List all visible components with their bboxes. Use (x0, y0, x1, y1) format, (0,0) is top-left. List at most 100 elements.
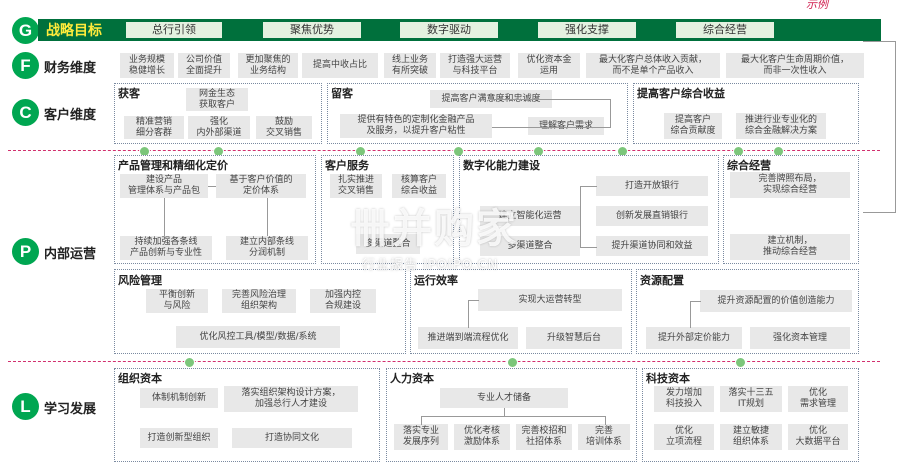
section-separator (8, 361, 880, 362)
watermark-text: 行业报告 IPOIPO.CN (362, 258, 499, 273)
tech-item: 发力增加 科技投入 (654, 386, 714, 412)
product-item: 建立内部条线 分润机制 (226, 236, 308, 260)
hr-title: 人力资本 (390, 372, 434, 385)
acquire-item: 精准营销 细分客群 (124, 116, 184, 139)
tech-item: 建立敏捷 组织体系 (720, 424, 782, 450)
org-title: 组织资本 (118, 372, 162, 385)
service-panel (321, 155, 454, 264)
acquire-item: 网金生态 获取客户 (186, 88, 248, 111)
strategy-title: 战略目标 (46, 23, 102, 39)
org-item: 打造协同文化 (232, 428, 352, 448)
revenue-item: 提高客户 综合贡献度 (664, 113, 722, 139)
strategy-item: 数字驱动 (400, 22, 498, 38)
retain-item: 理解客户需求 (528, 117, 604, 135)
risk-item: 优化风控工具/模型/数据/系统 (176, 326, 340, 348)
org-item: 落实组织架构设计方案， 加强总行人才建设 (224, 386, 358, 412)
resource-item: 强化资本管理 (750, 327, 850, 349)
finance-item: 最大化客户总体收入贡献， 而不是单个产品收入 (586, 53, 720, 78)
efficiency-item: 升级智慧后台 (526, 327, 622, 349)
hr-item: 专业人才储备 (440, 388, 568, 408)
learning-title: 学习发展 (44, 402, 97, 417)
digital-item: 建立智能化运营 (480, 206, 580, 226)
acquire-item: 强化 内外部渠道 (188, 116, 250, 139)
efficiency-item: 推进端到端流程优化 (418, 327, 518, 349)
watermark-logo: 卌并购家 (350, 206, 518, 252)
strategy-item: 总行引领 (126, 22, 222, 38)
integrated-item: 完善牌照布局， 实现综合经营 (730, 172, 850, 198)
strategy-item: 强化支撑 (538, 22, 636, 38)
digital-title: 数字化能力建设 (463, 159, 540, 172)
digital-item: 打造开放银行 (596, 176, 708, 196)
tech-item: 优化 立项流程 (654, 424, 714, 450)
product-item: 建设产品 管理体系与产品包 (120, 174, 208, 198)
finance-item: 最大化客户生命周期价值， 而非一次性收入 (726, 53, 864, 78)
hr-connector (504, 408, 505, 416)
service-item: 扎实推进 交叉销售 (330, 174, 382, 198)
resource-item: 提升外部定价能力 (646, 327, 742, 349)
tech-item: 优化 大数据平台 (788, 424, 848, 450)
finance-item: 打造强大运营 与科技平台 (440, 53, 510, 78)
retain-item: 提供有特色的定制化金融产品 及服务，以提升客户粘性 (340, 114, 492, 138)
retain-title: 留客 (331, 87, 353, 100)
acquire-title: 获客 (118, 87, 140, 100)
finance-item: 公司价值 全面提升 (178, 53, 230, 78)
internal-title: 内部运营 (44, 247, 97, 262)
risk-title: 风险管理 (118, 274, 162, 287)
section-separator (8, 150, 880, 151)
connector-line (863, 41, 896, 213)
efficiency-item: 实现大运营转型 (478, 289, 622, 311)
finance-item: 更加聚焦的 业务结构 (238, 53, 298, 78)
revenue-item: 推进行业专业化的 综合金融解决方案 (736, 113, 826, 139)
risk-item: 平衡创新 与风险 (146, 289, 208, 313)
tech-item: 落实十三五 IT规划 (720, 386, 782, 412)
product-connector (208, 186, 216, 187)
resource-title: 资源配置 (640, 274, 684, 287)
strategy-item: 综合经营 (676, 22, 774, 38)
service-item: 多渠道整合 (356, 234, 420, 254)
hr-item: 优化考核 激励体系 (454, 424, 510, 450)
resource-item: 提升资源配置的价值创造能力 (700, 290, 852, 312)
revenue-title: 提高客户综合收益 (637, 87, 725, 100)
product-item: 持续加强各条线 产品创新与专业性 (120, 236, 212, 260)
finance-item: 业务规模 稳健增长 (120, 53, 174, 78)
tech-title: 科技资本 (646, 372, 690, 385)
internal-letter-icon: P (12, 238, 39, 265)
finance-item: 提高中收占比 (302, 53, 378, 78)
link-dot (507, 357, 518, 368)
risk-item: 加强内控 合规建设 (310, 289, 376, 313)
resource-connector (690, 301, 701, 328)
finance-letter-icon: F (12, 52, 39, 79)
finance-item: 线上业务 有所突破 (384, 53, 436, 78)
retain-item: 提高客户满意度和忠诚度 (430, 90, 552, 108)
efficiency-connector (468, 300, 479, 328)
hr-connector (421, 416, 606, 425)
digital-item: 创新发展直销银行 (596, 206, 708, 226)
hr-item: 落实专业 发展序列 (394, 424, 448, 450)
integrated-title: 综合经营 (727, 159, 771, 172)
efficiency-title: 运行效率 (414, 274, 458, 287)
learning-letter-icon: L (12, 393, 39, 420)
digital-item: 提升渠道协同和效益 (596, 236, 708, 256)
tech-item: 优化 需求管理 (788, 386, 848, 412)
finance-title: 财务维度 (44, 61, 97, 76)
example-label: 示例 (806, 0, 828, 11)
link-dot (735, 357, 746, 368)
risk-item: 完善风险治理 组织架构 (222, 289, 296, 313)
product-item: 基于客户价值的 定价体系 (216, 174, 306, 198)
strategy-item: 聚焦优势 (263, 22, 361, 38)
strategy-letter-icon: G (12, 17, 39, 44)
service-title: 客户服务 (325, 159, 369, 172)
product-title: 产品管理和精细化定价 (118, 159, 228, 172)
hr-item: 完善 培训体系 (578, 424, 630, 450)
org-item: 体制机制创新 (140, 388, 218, 408)
acquire-item: 鼓励 交叉销售 (256, 116, 312, 139)
customer-title: 客户维度 (44, 108, 97, 123)
customer-letter-icon: C (12, 99, 39, 126)
digital-item: 多渠道整合 (480, 236, 580, 256)
retain-connector (492, 99, 611, 128)
product-connector (164, 198, 268, 236)
digital-connector (580, 186, 597, 248)
hr-item: 完善校招和 社招体系 (516, 424, 572, 450)
integrated-item: 建立机制， 推动综合经营 (730, 234, 850, 260)
link-dot (453, 146, 464, 157)
